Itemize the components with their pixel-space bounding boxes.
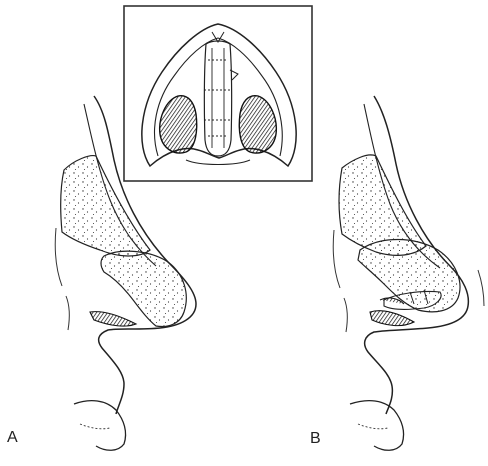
panel-label-b: B (310, 430, 321, 448)
inset-panel (124, 6, 312, 181)
panel-label-a: A (7, 429, 18, 447)
lower-lateral-cartilage-b (358, 240, 460, 312)
profile-b (333, 96, 484, 450)
